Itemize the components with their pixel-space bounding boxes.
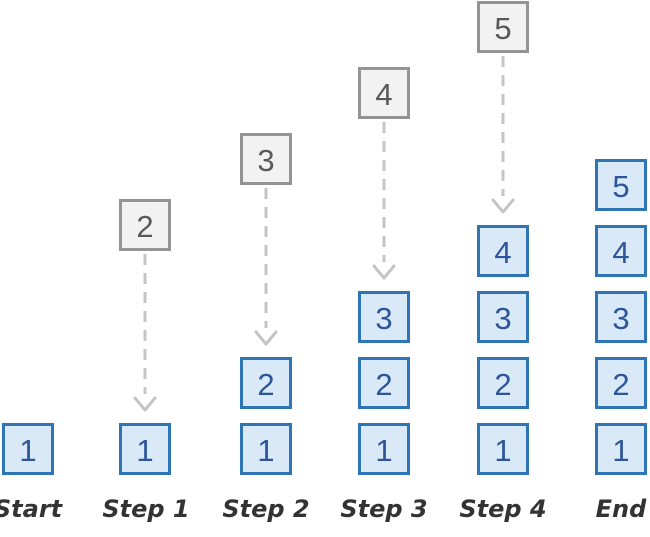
stack-box: 2 [477, 357, 529, 409]
stack-box: 1 [358, 423, 410, 475]
stack-box: 3 [358, 291, 410, 343]
push-arrow [372, 122, 396, 280]
column-label-step3: Step 3 [340, 495, 428, 523]
column-label-start: Start [0, 495, 63, 523]
stack-box: 1 [2, 423, 54, 475]
stack-box: 2 [240, 357, 292, 409]
arrowhead-icon [491, 198, 515, 214]
stack-box: 4 [477, 225, 529, 277]
incoming-box: 4 [358, 67, 410, 119]
stack-box: 1 [119, 423, 171, 475]
stack-box: 1 [477, 423, 529, 475]
incoming-box: 5 [477, 1, 529, 53]
column-label-step2: Step 2 [222, 495, 310, 523]
arrowhead-icon [254, 330, 278, 346]
stack-box: 3 [477, 291, 529, 343]
stack-box: 2 [595, 357, 647, 409]
column-label-end: End [595, 495, 647, 523]
incoming-box: 3 [240, 133, 292, 185]
push-arrow [254, 188, 278, 346]
stack-box: 3 [595, 291, 647, 343]
incoming-box: 2 [119, 199, 171, 251]
stack-box: 5 [595, 159, 647, 211]
stack-box: 1 [240, 423, 292, 475]
stack-box: 4 [595, 225, 647, 277]
arrowhead-icon [133, 396, 157, 412]
push-arrow [133, 254, 157, 412]
arrowhead-icon [372, 264, 396, 280]
column-label-step4: Step 4 [459, 495, 547, 523]
column-label-step1: Step 1 [102, 495, 190, 523]
push-arrow [491, 56, 515, 214]
stack-box: 2 [358, 357, 410, 409]
stack-box: 1 [595, 423, 647, 475]
